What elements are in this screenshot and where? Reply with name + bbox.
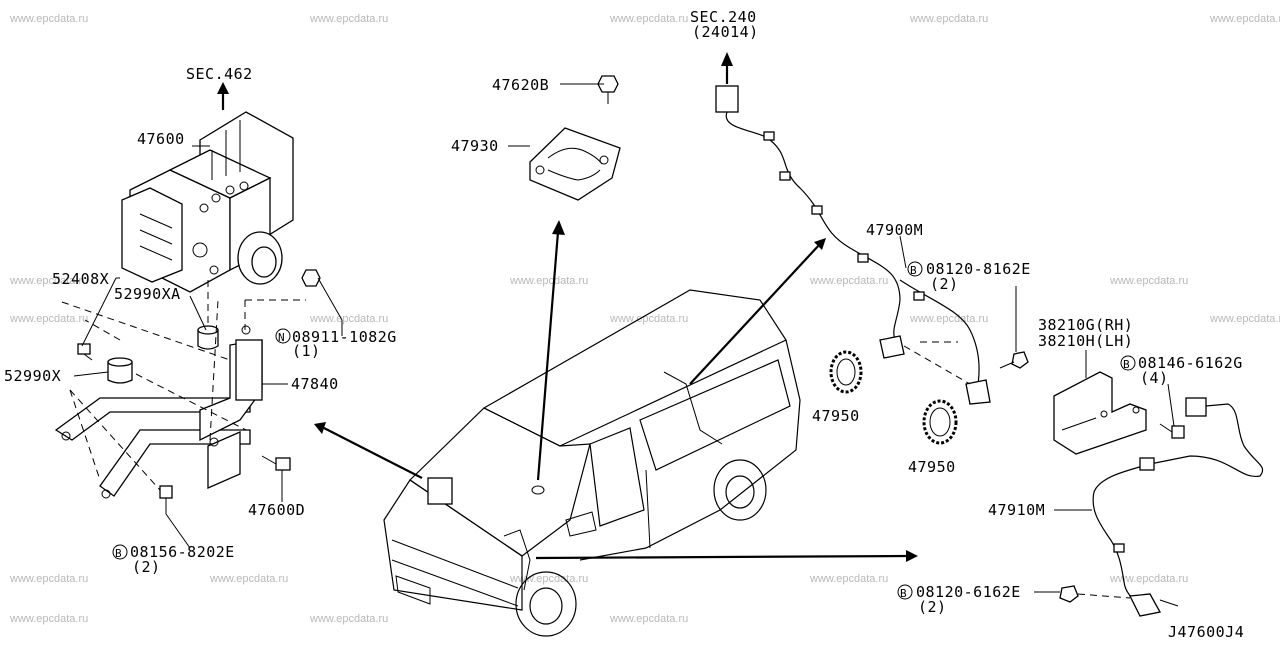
bolt-52408X[interactable]: [77, 343, 93, 361]
watermark: www.epcdata.ru: [9, 313, 88, 325]
label-47910M[interactable]: 47910M: [988, 501, 1045, 519]
sensor-rotor-47950-a[interactable]: [829, 350, 863, 394]
label-08911[interactable]: 08911-1082G: [292, 328, 397, 346]
watermark: www.epcdata.ru: [609, 613, 688, 625]
watermark: www.epcdata.ru: [309, 313, 388, 325]
harness-47900M[interactable]: [715, 85, 991, 405]
label-sec462[interactable]: SEC.462: [186, 65, 253, 83]
abs-actuator-47600[interactable]: [121, 111, 294, 293]
watermark: www.epcdata.ru: [9, 613, 88, 625]
bolt-marker: B: [115, 547, 122, 560]
bolt-08120-6162E[interactable]: [1059, 585, 1131, 603]
bolt-08156[interactable]: [159, 485, 173, 514]
yaw-sensor-47930[interactable]: [529, 127, 621, 201]
bolt-47620B[interactable]: [597, 75, 619, 104]
label-52990X[interactable]: 52990X: [4, 367, 61, 385]
label-47600D[interactable]: 47600D: [248, 501, 305, 519]
diagram-code: J47600J4: [1168, 623, 1244, 640]
bracket-47840[interactable]: [54, 325, 263, 499]
label-08120-8162E[interactable]: 08120-8162E: [926, 260, 1031, 278]
leader-lines: [73, 83, 1175, 593]
bolt-marker-icon: [897, 584, 913, 600]
watermarks: www.epcdata.ru www.epcdata.ru www.epcdat…: [9, 13, 1280, 625]
watermark: www.epcdata.ru: [609, 313, 688, 325]
watermark: www.epcdata.ru: [609, 13, 688, 25]
grommet-52990XA[interactable]: [197, 325, 219, 350]
label-08120-6162E-qty: (2): [918, 598, 947, 616]
vehicle-outline: [383, 289, 801, 637]
label-38210G[interactable]: 38210G(RH): [1038, 316, 1133, 334]
label-08156[interactable]: 08156-8202E: [130, 543, 235, 561]
label-08146-qty: (4): [1140, 369, 1169, 387]
watermark: www.epcdata.ru: [9, 573, 88, 585]
watermark: www.epcdata.ru: [509, 573, 588, 585]
watermark: www.epcdata.ru: [909, 313, 988, 325]
bolt-marker-icon: [1120, 355, 1136, 371]
watermark: www.epcdata.ru: [1209, 313, 1280, 325]
bolt-marker: B: [1123, 358, 1130, 371]
watermark: www.epcdata.ru: [209, 573, 288, 585]
grommet-52990X[interactable]: [107, 357, 133, 384]
nut-marker-icon: [275, 328, 291, 344]
watermark: www.epcdata.ru: [309, 13, 388, 25]
part-labels: SEC.462 47600 52408X 52990XA 52990X N 08…: [4, 8, 1244, 641]
label-47840[interactable]: 47840: [291, 375, 339, 393]
bolt-marker: B: [910, 264, 917, 277]
label-38210H[interactable]: 38210H(LH): [1038, 332, 1133, 350]
label-sec240[interactable]: SEC.240: [690, 8, 757, 26]
watermark: www.epcdata.ru: [1209, 13, 1280, 25]
watermark: www.epcdata.ru: [9, 275, 88, 287]
label-52990XA[interactable]: 52990XA: [114, 285, 181, 303]
label-08120-8162E-qty: (2): [930, 275, 959, 293]
watermark: www.epcdata.ru: [1109, 573, 1188, 585]
watermark: www.epcdata.ru: [809, 275, 888, 287]
label-08120-6162E[interactable]: 08120-6162E: [916, 583, 1021, 601]
label-47600[interactable]: 47600: [137, 130, 185, 148]
label-47950-a[interactable]: 47950: [812, 407, 860, 425]
bolt-47600D[interactable]: [261, 455, 291, 471]
label-47930[interactable]: 47930: [451, 137, 499, 155]
label-47950-b[interactable]: 47950: [908, 458, 956, 476]
sensor-rotor-47950-b[interactable]: [922, 399, 958, 445]
watermark: www.epcdata.ru: [1109, 275, 1188, 287]
label-08911-qty: (1): [292, 342, 321, 360]
label-sec240-sub: (24014): [692, 23, 759, 41]
label-08146[interactable]: 08146-6162G: [1138, 354, 1243, 372]
watermark: www.epcdata.ru: [309, 613, 388, 625]
nut-08911[interactable]: [301, 269, 321, 287]
watermark: www.epcdata.ru: [509, 275, 588, 287]
bolt-marker-icon: [112, 544, 128, 560]
watermark: www.epcdata.ru: [809, 573, 888, 585]
bolt-08120-8162E[interactable]: [999, 351, 1029, 369]
label-52408X[interactable]: 52408X: [52, 270, 109, 288]
label-47620B[interactable]: 47620B: [492, 76, 549, 94]
bolt-marker-icon: [907, 261, 923, 277]
harness-47910M[interactable]: [1092, 397, 1264, 617]
bolt-08146[interactable]: [1159, 423, 1185, 439]
watermark: www.epcdata.ru: [9, 13, 88, 25]
label-47900M[interactable]: 47900M: [866, 221, 923, 239]
bolt-marker: B: [900, 587, 907, 600]
nut-marker: N: [278, 331, 285, 344]
watermark: www.epcdata.ru: [909, 13, 988, 25]
label-08156-qty: (2): [132, 558, 161, 576]
bracket-38210[interactable]: [1053, 371, 1147, 455]
